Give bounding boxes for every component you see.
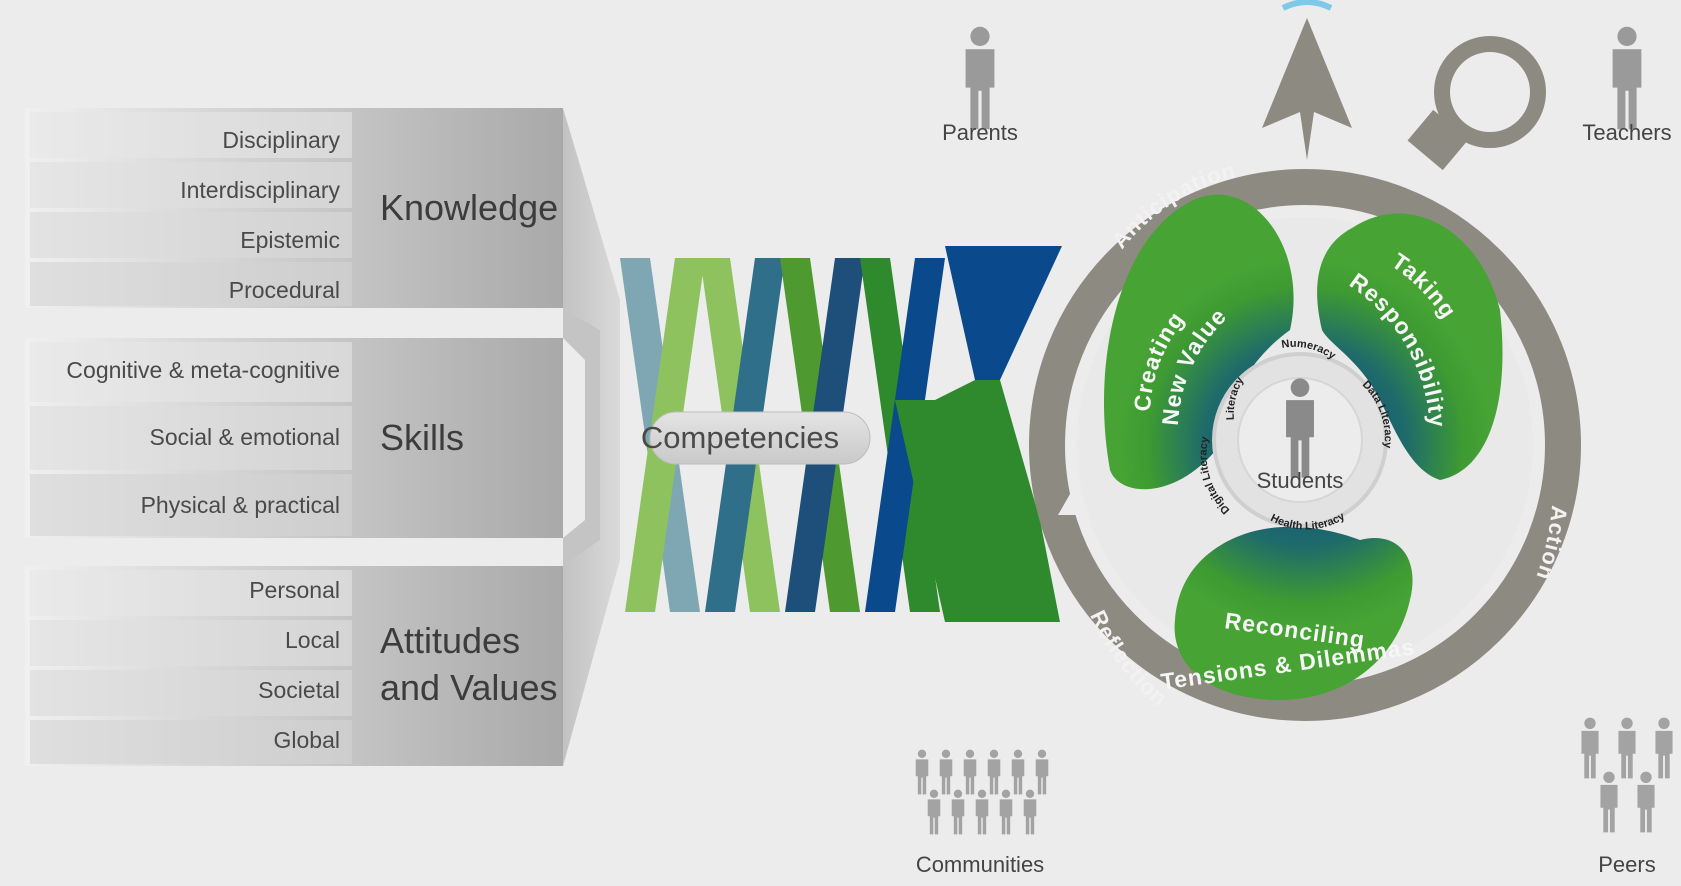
cycle-arrow-icon bbox=[1440, 684, 1478, 712]
skills-band: Cognitive & meta-cognitive Social & emot… bbox=[25, 338, 563, 538]
peers-people-icon bbox=[1581, 717, 1673, 833]
communities-people-icon bbox=[915, 749, 1049, 835]
petal-taking-responsibility: Taking Responsibility bbox=[1317, 213, 1503, 481]
attitudes-title-line1: Attitudes bbox=[380, 620, 520, 661]
attitudes-item-personal: Personal bbox=[249, 577, 340, 603]
funnel bbox=[563, 108, 620, 766]
attitudes-item-local: Local bbox=[285, 627, 340, 653]
skills-item-social: Social & emotional bbox=[150, 424, 341, 450]
communities-label: Communities bbox=[916, 852, 1044, 877]
attitudes-item-societal: Societal bbox=[258, 677, 340, 703]
teachers-label: Teachers bbox=[1582, 120, 1671, 145]
compass-needle-icon bbox=[1262, 18, 1352, 160]
knowledge-item-disciplinary: Disciplinary bbox=[222, 127, 340, 153]
parents-actor: Parents bbox=[942, 26, 1018, 145]
learning-compass: Anticipation Action Reflection Creating … bbox=[1029, 0, 1581, 721]
communities-actor: Communities bbox=[915, 749, 1049, 877]
knowledge-item-procedural: Procedural bbox=[229, 277, 340, 303]
compass-crown-ring bbox=[1434, 36, 1546, 148]
competencies-pill: Competencies bbox=[641, 411, 871, 465]
attitudes-item-global: Global bbox=[274, 727, 340, 753]
cycle-arrow-icon bbox=[1058, 480, 1088, 515]
knowledge-item-epistemic: Epistemic bbox=[240, 227, 340, 253]
petal-reconciling-tensions: Reconciling Tensions & Dilemmas bbox=[1159, 526, 1417, 700]
knowledge-sub-items: Disciplinary Interdisciplinary Epistemic… bbox=[30, 112, 352, 306]
petal-creating-new-value: Creating New Value bbox=[1103, 194, 1294, 490]
attitudes-title-line2: and Values bbox=[380, 667, 557, 708]
compass-top-mark-icon bbox=[1281, 0, 1333, 11]
students-label: Students bbox=[1257, 468, 1344, 493]
compass-ring bbox=[1029, 169, 1581, 721]
skills-item-cognitive: Cognitive & meta-cognitive bbox=[66, 357, 340, 383]
knowledge-title: Knowledge bbox=[380, 187, 558, 228]
peers-actor: Peers bbox=[1581, 717, 1673, 877]
competencies-label: Competencies bbox=[641, 420, 839, 455]
attitudes-band: Personal Local Societal Global Attitudes… bbox=[25, 566, 563, 766]
skills-item-physical: Physical & practical bbox=[141, 492, 340, 518]
teachers-actor: Teachers bbox=[1582, 26, 1672, 145]
compass-crown-stem bbox=[1407, 109, 1469, 171]
peers-label: Peers bbox=[1598, 852, 1655, 877]
parents-person-icon bbox=[965, 26, 995, 130]
knowledge-band: Disciplinary Interdisciplinary Epistemic… bbox=[25, 108, 563, 308]
knowledge-item-interdisciplinary: Interdisciplinary bbox=[180, 177, 340, 203]
skills-title: Skills bbox=[380, 417, 464, 458]
teachers-person-icon bbox=[1612, 26, 1642, 130]
parents-label: Parents bbox=[942, 120, 1018, 145]
